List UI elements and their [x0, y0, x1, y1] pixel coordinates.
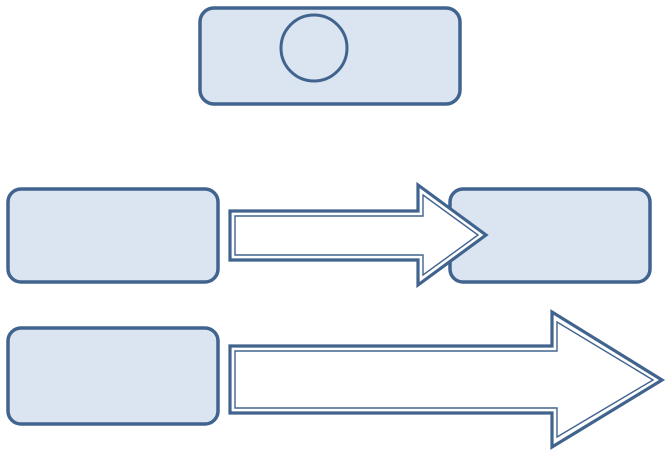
bottom-left-box-shape [6, 326, 220, 426]
short-arrow-fill [229, 183, 488, 287]
long-arrow [228, 309, 666, 450]
middle-left-box-shape [6, 187, 220, 284]
long-arrow-inner-line [234, 320, 655, 439]
circle-shape [279, 13, 349, 83]
long-arrow-fill [229, 310, 664, 449]
short-arrow-outline [228, 181, 489, 289]
long-arrow-outline [228, 309, 666, 450]
middle-left-box [6, 187, 220, 284]
short-arrow-inner-line [234, 193, 480, 277]
bottom-left-box [6, 326, 220, 426]
top-box [198, 6, 462, 106]
short-arrow [228, 181, 489, 289]
